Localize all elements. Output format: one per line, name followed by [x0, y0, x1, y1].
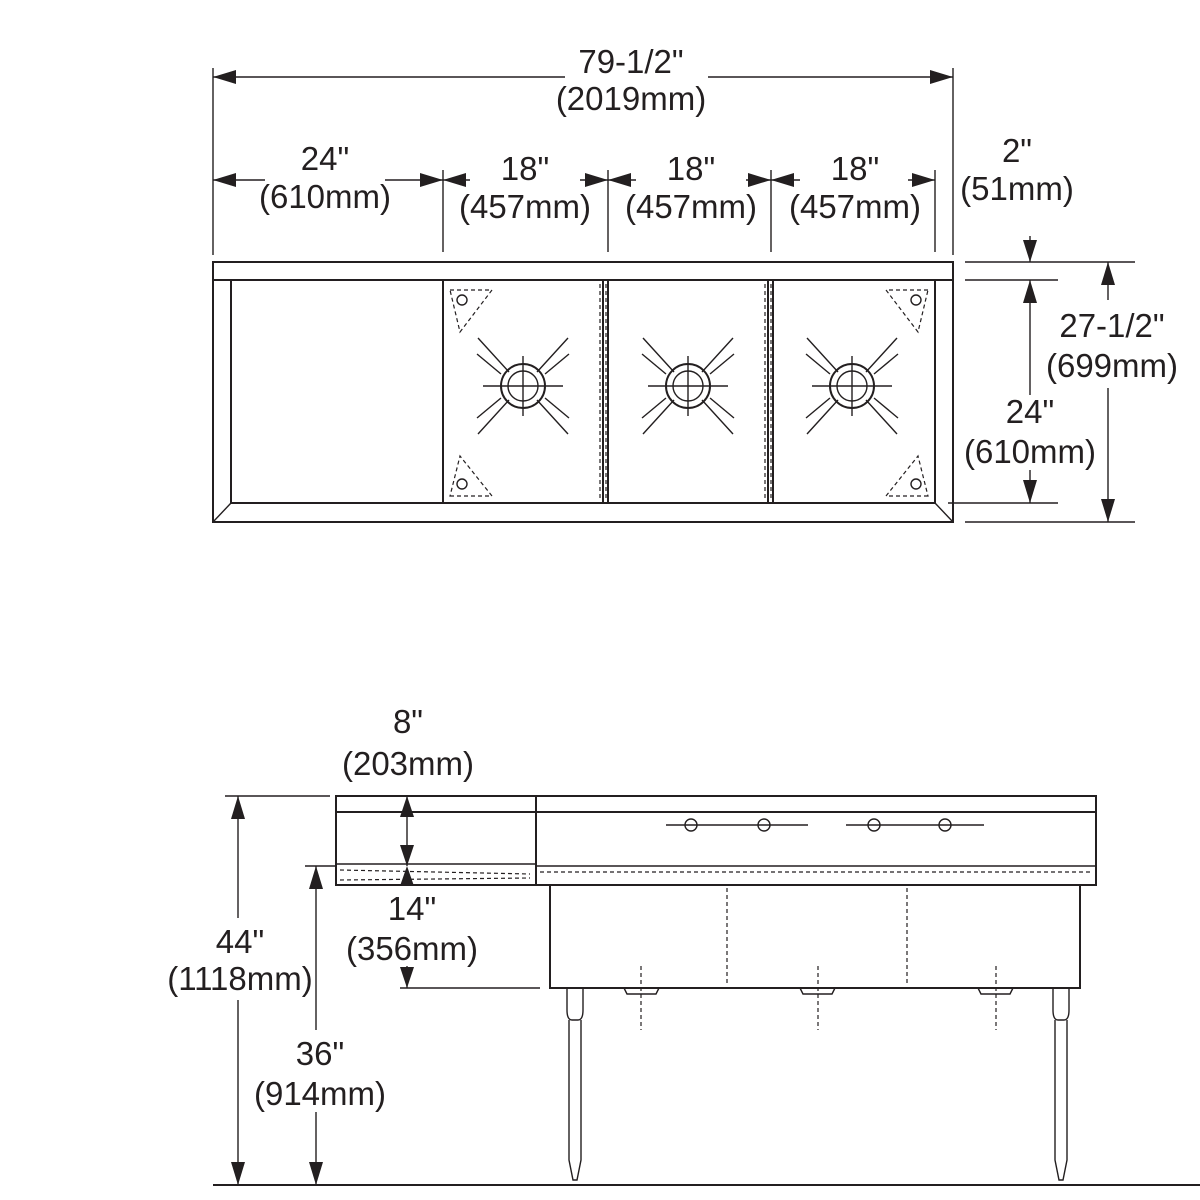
- bowl-3: [770, 279, 936, 504]
- overall-depth-in: 27-1/2": [1059, 307, 1164, 344]
- overall-width-in: 79-1/2": [578, 43, 683, 80]
- bowl-1-width-in: 18": [501, 150, 549, 187]
- rim-height-in: 36": [296, 1035, 344, 1072]
- drainboard: [230, 279, 444, 504]
- bowl-depth-mm: (610mm): [964, 433, 1096, 470]
- legs: [566, 988, 1070, 1181]
- top-view: 79-1/2" (2019mm) 24" (610mm) 18" (457mm)…: [212, 43, 1178, 523]
- drainboard-splash: [335, 795, 537, 886]
- splash-height-mm: (203mm): [342, 745, 474, 782]
- bowl-2: [605, 279, 769, 504]
- overall-depth-mm: (699mm): [1046, 347, 1178, 384]
- bowl-2-width-in: 18": [667, 150, 715, 187]
- drain-icon: [476, 337, 570, 435]
- overall-height-mm: (1118mm): [167, 960, 312, 997]
- drainboard-width-mm: (610mm): [259, 178, 391, 215]
- bowl-1: [442, 279, 604, 504]
- rim-height-mm: (914mm): [254, 1075, 386, 1112]
- overall-width-mm: (2019mm): [556, 80, 706, 117]
- faucet-holes: [666, 818, 984, 832]
- bowl-3-width-mm: (457mm): [789, 188, 921, 225]
- side-view: 8" (203mm) 14" (356mm) 44" (1118mm) 36" …: [167, 703, 1200, 1186]
- bowl-depth-in: 24": [1006, 393, 1054, 430]
- drainboard-width-in: 24": [301, 140, 349, 177]
- sink-outline: [212, 279, 954, 523]
- splash-height-in: 8": [393, 703, 423, 740]
- bowl-height-in: 14": [388, 890, 436, 927]
- backsplash-top: [212, 261, 954, 281]
- bowl-3-width-in: 18": [831, 150, 879, 187]
- overall-height-in: 44": [216, 923, 264, 960]
- end-margin-mm: (51mm): [960, 170, 1074, 207]
- drain-icon: [805, 337, 899, 435]
- end-margin-in: 2": [1002, 132, 1032, 169]
- bowl-height-mm: (356mm): [346, 930, 478, 967]
- bowl-1-width-mm: (457mm): [459, 188, 591, 225]
- drain-icon: [641, 337, 735, 435]
- bowl-box: [549, 884, 1081, 989]
- bowl-2-width-mm: (457mm): [625, 188, 757, 225]
